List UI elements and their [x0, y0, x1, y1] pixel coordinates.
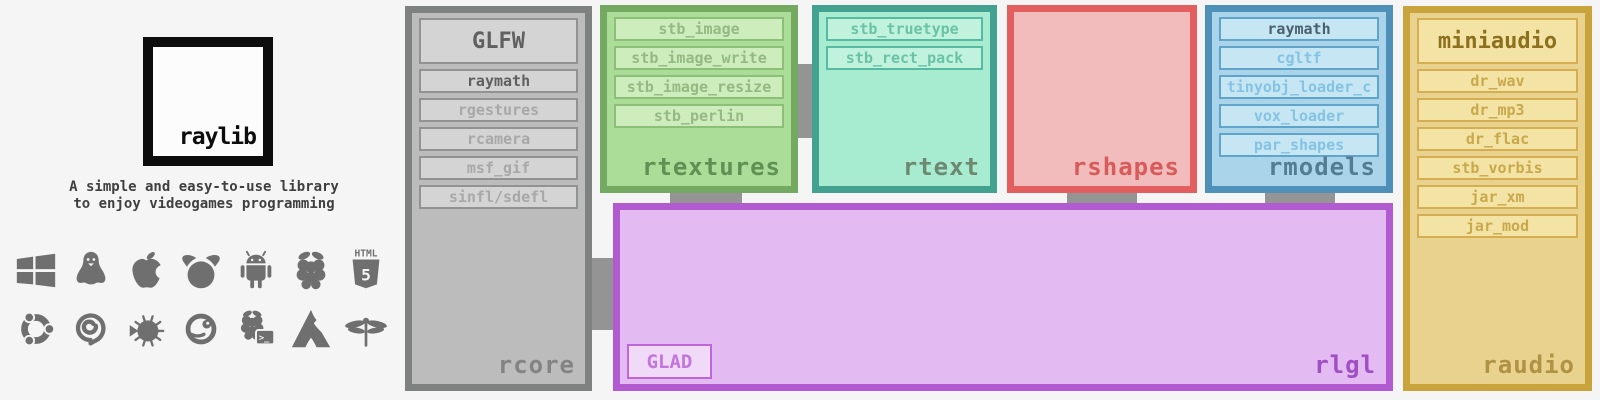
dep-label: tinyobj_loader_c [1226, 78, 1372, 96]
dep-label: miniaudio [1437, 28, 1558, 54]
dep-box-stb-image-write: stb_image_write [614, 46, 784, 70]
module-rtextures: stb_image stb_image_write stb_image_resize… [600, 5, 798, 193]
dep-label: stb_rect_pack [845, 49, 964, 67]
dep-label: dr_flac [1465, 130, 1530, 148]
dep-box-stb-truetype: stb_truetype [826, 17, 983, 41]
dep-label: stb_image [658, 20, 740, 38]
dep-box-rcamera: rcamera [419, 127, 578, 151]
raylib-logo: raylib [143, 37, 273, 166]
module-rshapes: rshapes [1007, 5, 1197, 193]
dep-box-vox-loader: vox_loader [1219, 104, 1379, 128]
tagline-line-2: to enjoy videogames programming [73, 196, 335, 212]
dep-box-tinyobj-loader-c: tinyobj_loader_c [1219, 75, 1379, 99]
module-label-rtextures: rtextures [641, 153, 781, 181]
dep-label: cgltf [1276, 49, 1322, 67]
dep-box-jar-mod: jar_mod [1417, 214, 1578, 238]
platform-icons: HTML 5 >_ [8, 242, 394, 358]
dep-label: stb_image_resize [626, 78, 772, 96]
raspberry-pi-os-icon: >_ [233, 306, 279, 352]
dep-box-jar-xm: jar_xm [1417, 185, 1578, 209]
dep-box-dr-wav: dr_wav [1417, 69, 1578, 93]
dep-box-stb-perlin: stb_perlin [614, 104, 784, 128]
dep-box-dr-flac: dr_flac [1417, 127, 1578, 151]
module-rshapes-deps [1014, 12, 1190, 22]
dep-box-stb-vorbis: stb_vorbis [1417, 156, 1578, 180]
windows-icon [13, 248, 59, 294]
dep-box-sinfl-sdefl: sinfl/sdefl [419, 185, 578, 209]
android-icon [233, 248, 279, 294]
module-label-rtext: rtext [902, 153, 980, 181]
dep-label: rcamera [466, 130, 531, 148]
dep-box-raymath: raymath [1219, 17, 1379, 41]
tagline-line-1: A simple and easy-to-use library [69, 179, 339, 195]
dep-label: GLFW [472, 28, 525, 54]
raspberry-pi-icon [288, 248, 334, 294]
module-rtext-deps: stb_truetype stb_rect_pack [819, 12, 990, 75]
module-label-rlgl: rlgl [1314, 351, 1376, 379]
dep-label: stb_vorbis [1452, 159, 1543, 177]
svg-text:>_: >_ [259, 334, 270, 344]
dep-box-rgestures: rgestures [419, 98, 578, 122]
linux-icon [68, 248, 114, 294]
dep-label: GLAD [646, 350, 693, 373]
module-label-rshapes: rshapes [1071, 153, 1180, 181]
dep-label: dr_wav [1470, 72, 1525, 90]
module-rtextures-deps: stb_image stb_image_write stb_image_resize… [607, 12, 791, 133]
dep-box-msf-gif: msf_gif [419, 156, 578, 180]
dep-label: jar_mod [1465, 217, 1530, 235]
dep-box-stb-image-resize: stb_image_resize [614, 75, 784, 99]
freebsd-icon [178, 248, 224, 294]
dep-label: rgestures [457, 101, 540, 119]
module-label-rcore: rcore [497, 351, 575, 379]
module-rcore: GLFW raymath rgestures rcamera msf_gif sinfl/… [405, 6, 592, 391]
dep-box-stb-rect-pack: stb_rect_pack [826, 46, 983, 70]
arch-linux-icon [288, 306, 334, 352]
dep-label: raymath [1267, 20, 1331, 38]
ubuntu-icon [13, 306, 59, 352]
dep-label: sinfl/sdefl [448, 188, 549, 206]
dep-box-raymath: raymath [419, 69, 578, 93]
debian-icon [68, 306, 114, 352]
connector-rcore-rlgl [588, 258, 616, 330]
openbsd-icon [123, 306, 169, 352]
dep-label: stb_perlin [653, 107, 745, 125]
apple-icon [123, 248, 169, 294]
tagline: A simple and easy-to-use library to enjo… [18, 179, 390, 213]
raylib-logo-text: raylib [178, 124, 257, 150]
html5-icon: HTML 5 [343, 248, 389, 294]
dep-box-stb-image: stb_image [614, 17, 784, 41]
svg-text:HTML: HTML [355, 249, 378, 260]
module-label-raudio: raudio [1482, 351, 1575, 379]
dep-label: stb_truetype [850, 20, 959, 38]
module-rcore-deps: GLFW raymath rgestures rcamera msf_gif sinfl/… [412, 13, 585, 214]
opensuse-icon [178, 306, 224, 352]
dep-label: msf_gif [466, 159, 531, 177]
dep-box-par-shapes: par_shapes [1219, 133, 1379, 157]
dep-box-miniaudio: miniaudio [1417, 18, 1578, 64]
dep-label: vox_loader [1253, 107, 1345, 125]
dep-label: stb_image_write [631, 49, 767, 67]
module-label-rmodels: rmodels [1267, 153, 1376, 181]
dep-box-glfw: GLFW [419, 18, 578, 64]
dep-box-cgltf: cgltf [1219, 46, 1379, 70]
module-rlgl-deps: GLAD [627, 344, 712, 379]
dep-label: par_shapes [1253, 136, 1345, 154]
dep-label: jar_xm [1470, 188, 1525, 206]
module-rlgl: GLAD rlgl [613, 203, 1393, 391]
dragonfly-bsd-icon [343, 306, 389, 352]
dep-label: raymath [466, 72, 531, 90]
dep-label: dr_mp3 [1470, 101, 1525, 119]
svg-text:5: 5 [362, 266, 372, 285]
module-rtext: stb_truetype stb_rect_pack rtext [812, 5, 997, 193]
dep-box-dr-mp3: dr_mp3 [1417, 98, 1578, 122]
dep-box-glad: GLAD [627, 344, 712, 379]
